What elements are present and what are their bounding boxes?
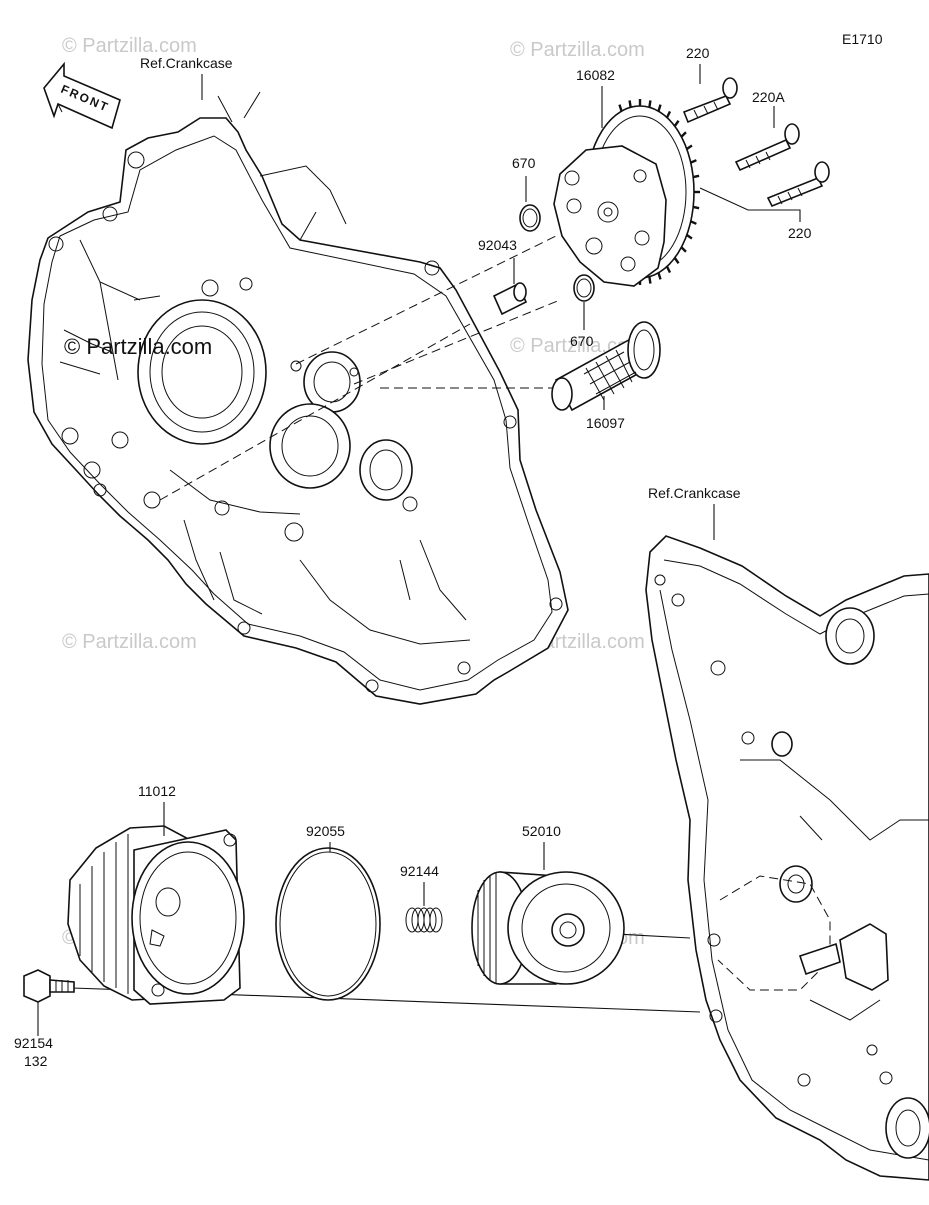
callout-ref-crankcase: Ref.Crankcase [140,55,233,71]
gear-tooth [692,205,700,210]
callout-cover-bolt-qty: 132 [24,1053,48,1069]
watermark: © Partzilla.com [62,35,197,57]
callout-oil-strainer: 16097 [586,415,625,431]
o-ring-lower [573,274,595,302]
watermark-main: © Partzilla.com [64,334,212,359]
gear-tooth [686,234,693,240]
callout-ref-crankcase: Ref.Crankcase [648,485,741,501]
callout-o-ring: 670 [512,155,536,171]
callout-cover-o-ring: 92055 [306,823,345,839]
gear-tooth [657,272,662,280]
gear-tooth [686,144,693,150]
oil-filter [471,871,625,985]
callout-oil-pump: 16082 [576,67,615,83]
callout-bolt-220a: 220A [752,89,785,105]
gear-tooth [618,104,623,112]
callout-bolt: 220 [788,225,812,241]
gear-tooth [692,174,700,179]
gear-tooth [665,265,672,274]
dowel-pin [492,282,528,316]
bolt-220-bottom [766,161,830,208]
gear-tooth [680,131,687,138]
gear-tooth [648,276,652,284]
callout-filter-cover: 11012 [138,783,176,799]
gear-tooth [628,100,632,108]
cover-o-ring [275,847,381,1001]
bolt-220-top [682,77,738,124]
bolt-220a [734,123,800,172]
crankcase-left [27,91,569,705]
spring [405,907,443,933]
watermark: © Partzilla.com [62,631,197,653]
diagram-code: E1710 [842,31,883,47]
o-ring-upper [519,204,541,232]
gear-tooth [680,246,687,253]
gear-tooth [690,159,697,164]
gear-tooth [673,257,680,264]
gear-tooth [648,100,652,108]
oil-filter-cover [67,825,245,1005]
gear-tooth [665,110,672,119]
oil-pump [553,99,700,287]
gear-tooth [657,104,662,112]
callout-spring: 92144 [400,863,439,879]
front-arrow-icon: FRONT [43,61,121,130]
gear-tooth [673,120,680,127]
crankcase-right [645,535,929,1181]
callout-oil-filter: 52010 [522,823,561,839]
oil-strainer [551,321,661,412]
callout-dowel-pin: 92043 [478,237,517,253]
watermark: © Partzilla.com [510,39,645,61]
callout-bolt: 220 [686,45,710,61]
cover-bolt [23,969,75,1003]
gear-tooth [690,220,697,225]
callout-cover-bolt: 92154 [14,1035,53,1051]
callout-o-ring: 670 [570,333,594,349]
